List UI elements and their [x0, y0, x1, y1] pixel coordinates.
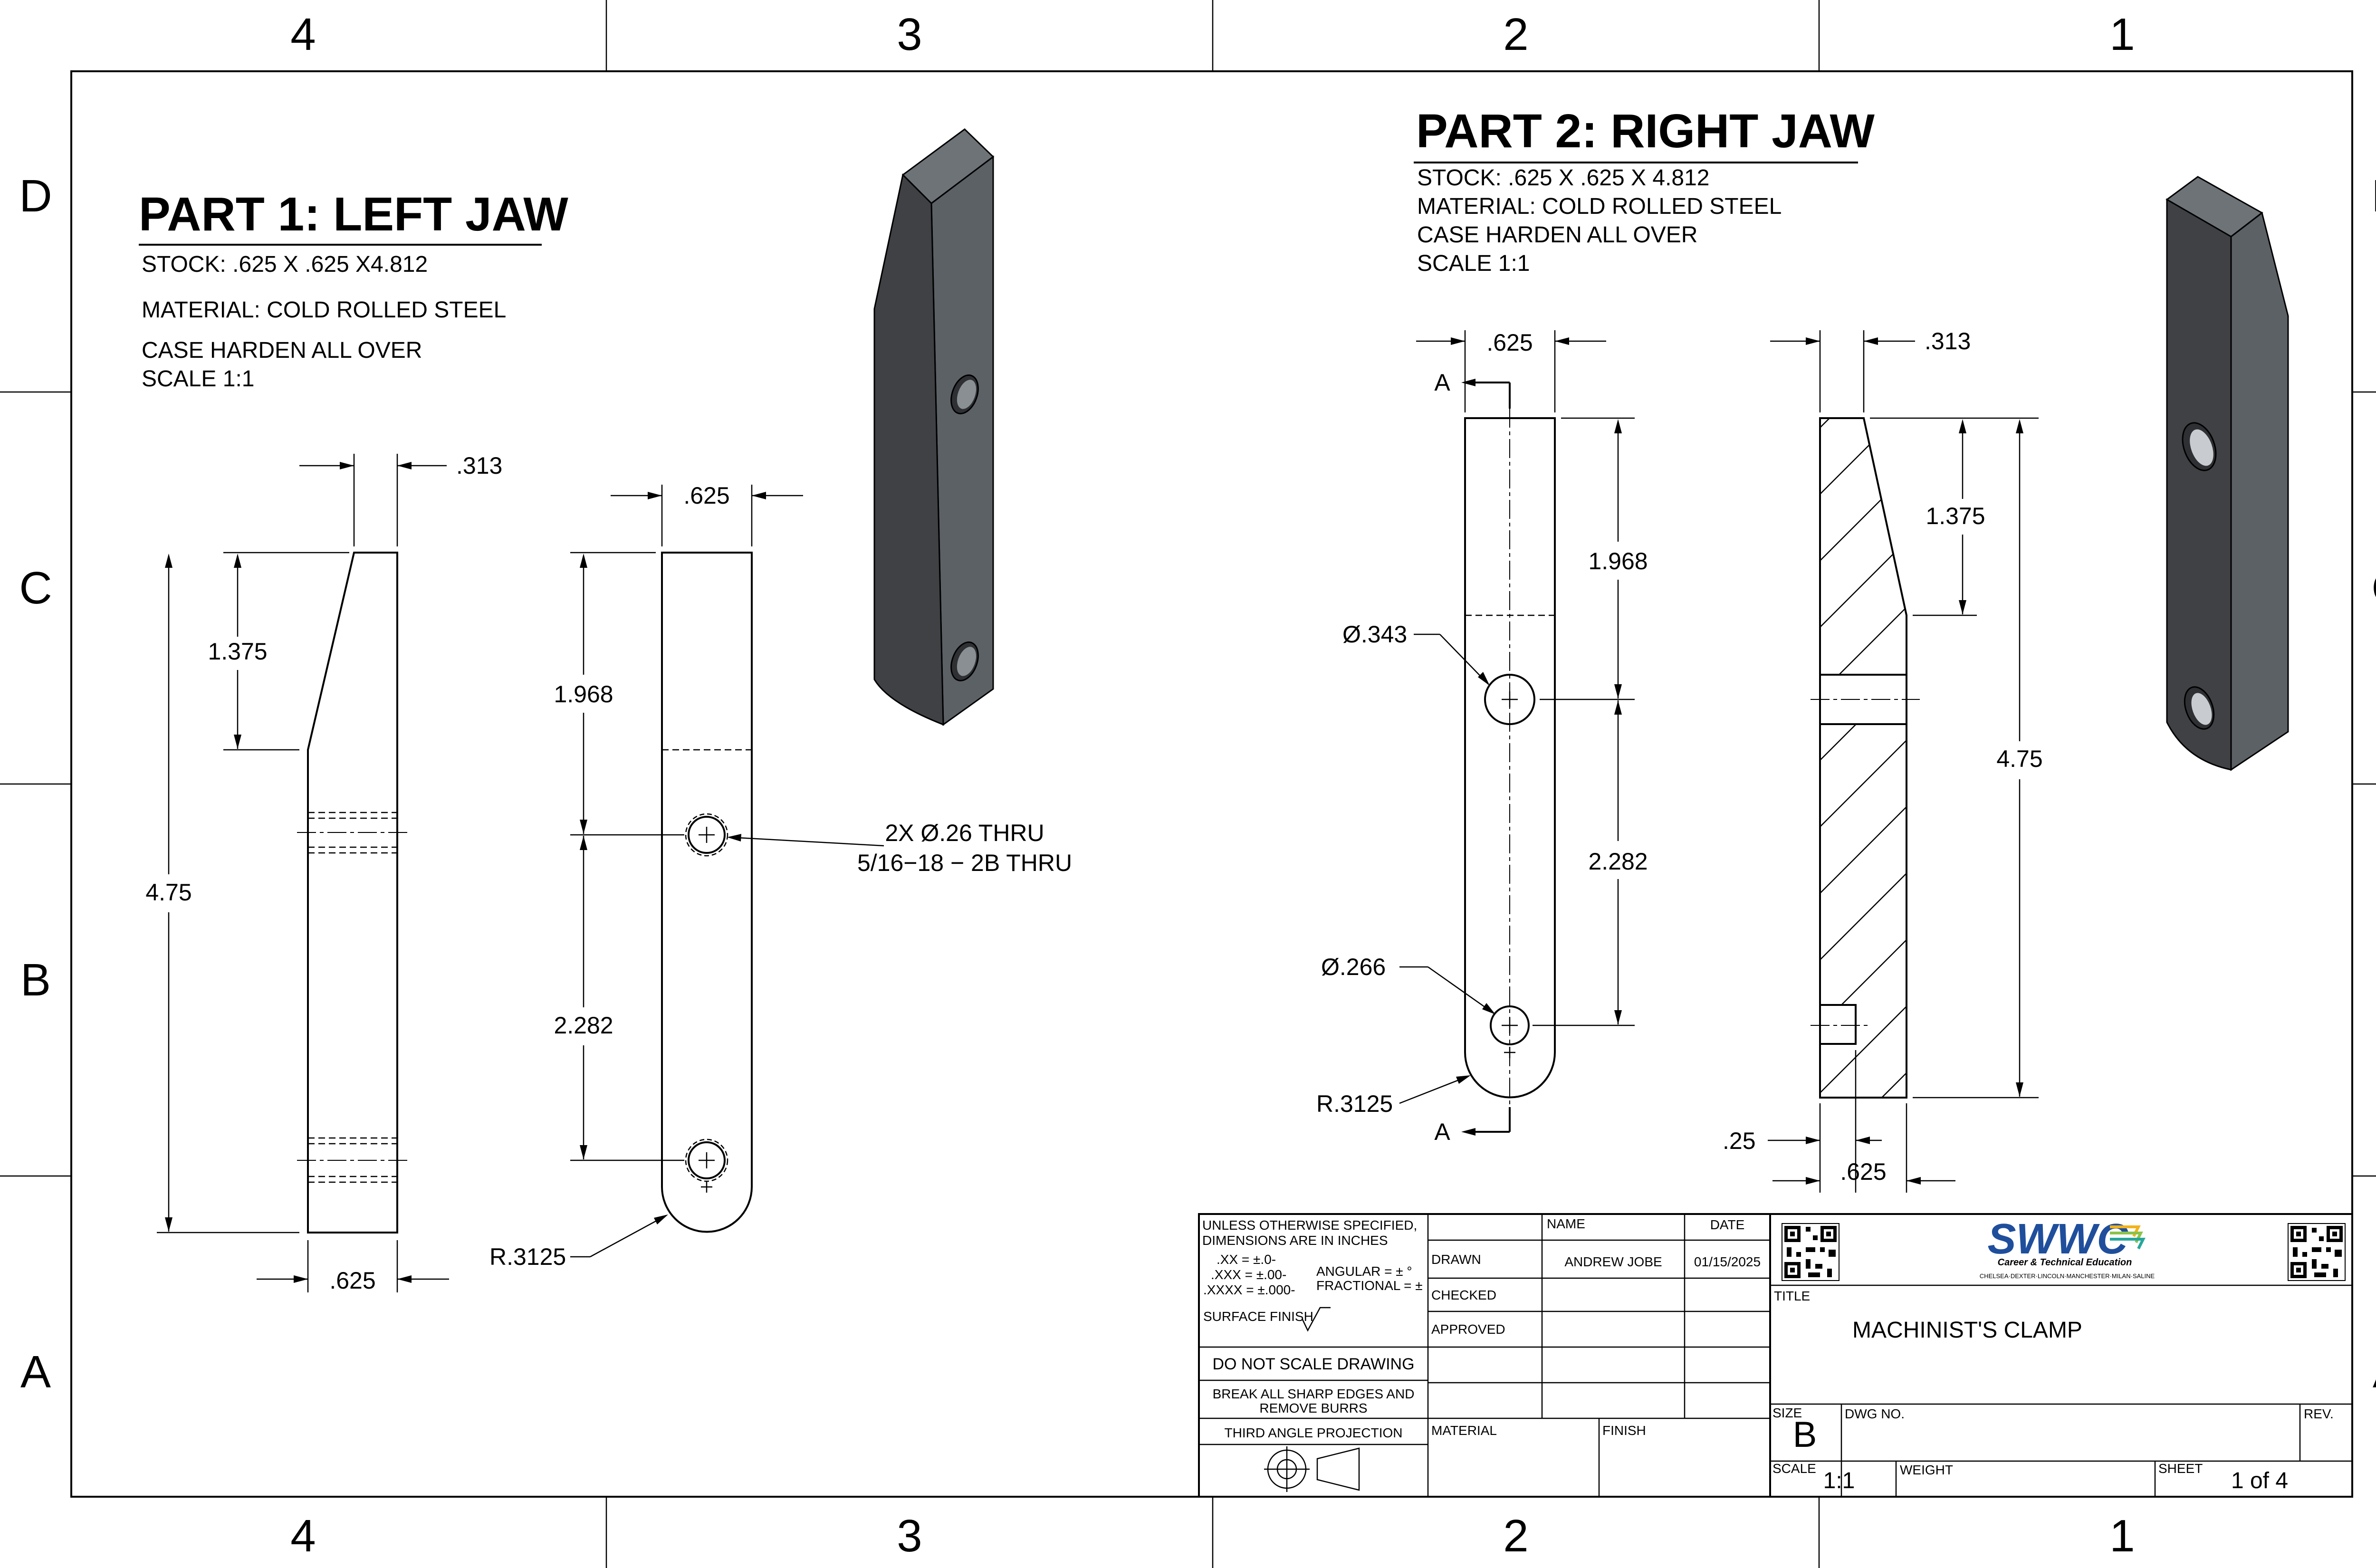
part1-title: PART 1: LEFT JAW — [139, 188, 568, 241]
part2-scale: SCALE 1:1 — [1417, 251, 1530, 276]
drawing-title: MACHINIST'S CLAMP — [1852, 1318, 2082, 1343]
zone-col-4-top: 4 — [290, 9, 316, 60]
part1-stock: STOCK: .625 X .625 X4.812 — [142, 252, 428, 277]
sheet-label: SHEET — [2158, 1461, 2203, 1476]
break-edges-1: BREAK ALL SHARP EDGES AND — [1213, 1386, 1415, 1401]
part1-treatment: CASE HARDEN ALL OVER — [142, 338, 422, 363]
part2-section-view: .313 1.375 4.75 .25 .625 — [1723, 328, 2043, 1193]
part1-dim-radius: R.3125 — [489, 1243, 566, 1270]
do-not-scale: DO NOT SCALE DRAWING — [1212, 1355, 1414, 1373]
tolerance-header-2: DIMENSIONS ARE IN INCHES — [1202, 1233, 1388, 1248]
zone-row-a-right: A — [2373, 1347, 2376, 1397]
part1-dim-bottom-width: .625 — [329, 1267, 375, 1294]
zone-col-3-top: 3 — [897, 9, 922, 60]
part2-dim-radius: R.3125 — [1316, 1090, 1393, 1117]
part1-isometric-solid — [873, 128, 995, 726]
part1-dim-hole1-pos: 1.968 — [554, 681, 613, 708]
finish-label: FINISH — [1602, 1423, 1646, 1438]
zone-row-c-right: C — [2371, 563, 2376, 613]
part2-dim-top-width: .625 — [1486, 329, 1533, 356]
part2-front-view: A A .625 1.968 2.282 Ø.343 — [1316, 329, 1648, 1145]
date-header: DATE — [1710, 1217, 1745, 1232]
part2-isometric-solid — [2165, 176, 2289, 771]
zone-row-a-left: A — [20, 1347, 51, 1397]
swwc-logo: SWWC Career & Technical Education CHELSE… — [1980, 1215, 2155, 1280]
drawn-label: DRAWN — [1431, 1252, 1481, 1267]
part2-dim-bottom-offset: .25 — [1723, 1128, 1756, 1154]
part1-scale: SCALE 1:1 — [142, 366, 254, 392]
dwg-number-label: DWG NO. — [1845, 1406, 1905, 1421]
tol-xx: .XX = ±.0- — [1217, 1252, 1276, 1267]
part2-material: MATERIAL: COLD ROLLED STEEL — [1417, 194, 1782, 219]
weight-label: WEIGHT — [1900, 1463, 1953, 1477]
logo-text: SWWC — [1988, 1215, 2129, 1263]
zone-row-b-right: B — [2373, 955, 2376, 1005]
part2-section-mark-bottom: A — [1434, 1119, 1450, 1145]
title-block: UNLESS OTHERWISE SPECIFIED, DIMENSIONS A… — [1198, 1213, 2353, 1498]
name-header: NAME — [1547, 1216, 1585, 1231]
part1-dim-angle-length: 1.375 — [208, 638, 267, 665]
zone-row-d-left: D — [19, 171, 52, 221]
part1-hole-note-1: 2X Ø.26 THRU — [885, 820, 1044, 846]
part1-notes: PART 1: LEFT JAW STOCK: .625 X .625 X4.8… — [139, 188, 568, 392]
part2-dim-angle-length: 1.375 — [1926, 503, 1985, 529]
drawn-date: 01/15/2025 — [1694, 1254, 1761, 1269]
part1-front-view: .625 1.968 2.282 2X Ø.26 THRU 5/16−18 − … — [489, 482, 1072, 1270]
checked-label: CHECKED — [1431, 1288, 1496, 1302]
zone-col-1-top: 1 — [2109, 9, 2135, 60]
part2-dim-side-offset: .313 — [1925, 328, 1971, 354]
sheet-value: 1 of 4 — [2231, 1468, 2288, 1493]
qr-code-right-icon — [2288, 1223, 2346, 1281]
part2-title: PART 2: RIGHT JAW — [1416, 105, 1875, 158]
approved-label: APPROVED — [1431, 1322, 1505, 1337]
part2-section-mark-top: A — [1434, 369, 1450, 396]
zone-col-2-bottom: 2 — [1503, 1511, 1528, 1561]
size-label: SIZE — [1772, 1405, 1802, 1420]
scale-value: 1:1 — [1823, 1468, 1855, 1493]
drawn-name: ANDREW JOBE — [1564, 1254, 1662, 1269]
part1-dim-hole-spacing: 2.282 — [554, 1012, 613, 1039]
part1-side-view: .313 1.375 4.75 .625 — [145, 452, 502, 1294]
tol-angular: ANGULAR = ± ° — [1316, 1264, 1412, 1279]
zone-col-1-bottom: 1 — [2109, 1511, 2135, 1561]
part1-dim-top-offset: .313 — [456, 452, 502, 479]
projection-label: THIRD ANGLE PROJECTION — [1225, 1425, 1403, 1440]
part1-dim-overall-length: 4.75 — [145, 879, 192, 906]
zone-col-3-bottom: 3 — [897, 1511, 922, 1561]
part2-notes: PART 2: RIGHT JAW STOCK: .625 X .625 X 4… — [1414, 105, 1875, 276]
title-label: TITLE — [1774, 1289, 1810, 1303]
third-angle-projection-icon — [1264, 1446, 1360, 1492]
zone-row-d-right: D — [2371, 171, 2376, 221]
zone-row-b-left: B — [20, 955, 51, 1005]
scale-label: SCALE — [1772, 1461, 1816, 1476]
tol-xxx: .XXX = ±.00- — [1211, 1267, 1286, 1282]
zone-col-2-top: 2 — [1503, 9, 1528, 60]
logo-subtitle-2: CHELSEA·DEXTER·LINCOLN·MANCHESTER·MILAN·… — [1980, 1272, 2155, 1280]
tolerance-header: UNLESS OTHERWISE SPECIFIED, — [1202, 1218, 1417, 1233]
size-value: B — [1793, 1415, 1817, 1455]
part2-dim-hole2-dia: Ø.266 — [1321, 954, 1386, 980]
part2-treatment: CASE HARDEN ALL OVER — [1417, 222, 1697, 248]
part1-material: MATERIAL: COLD ROLLED STEEL — [142, 297, 506, 323]
break-edges-2: REMOVE BURRS — [1259, 1401, 1367, 1415]
part1-dim-top-width: .625 — [683, 482, 729, 509]
material-label: MATERIAL — [1431, 1423, 1497, 1438]
surface-finish-label: SURFACE FINISH — [1203, 1309, 1313, 1324]
part1-hole-note-2: 5/16−18 − 2B THRU — [857, 850, 1072, 876]
part2-stock: STOCK: .625 X .625 X 4.812 — [1417, 165, 1710, 191]
tol-fractional: FRACTIONAL = ± — [1316, 1278, 1423, 1293]
tol-xxxx: .XXXX = ±.000- — [1203, 1282, 1295, 1297]
zone-col-4-bottom: 4 — [290, 1511, 316, 1561]
logo-subtitle: Career & Technical Education — [1998, 1257, 2132, 1268]
part2-dim-hole-spacing: 2.282 — [1588, 848, 1648, 875]
rev-label: REV. — [2304, 1406, 2334, 1421]
part2-dim-hole1-pos: 1.968 — [1588, 548, 1648, 574]
part2-dim-hole1-dia: Ø.343 — [1342, 621, 1407, 648]
qr-code-left-icon — [1782, 1223, 1839, 1281]
part2-dim-overall-length: 4.75 — [1996, 746, 2042, 772]
part2-dim-bottom-width: .625 — [1840, 1158, 1886, 1185]
zone-labels: 4 3 2 1 4 3 2 1 D C B A D C B A — [19, 9, 2376, 1561]
zone-row-c-left: C — [19, 563, 52, 613]
